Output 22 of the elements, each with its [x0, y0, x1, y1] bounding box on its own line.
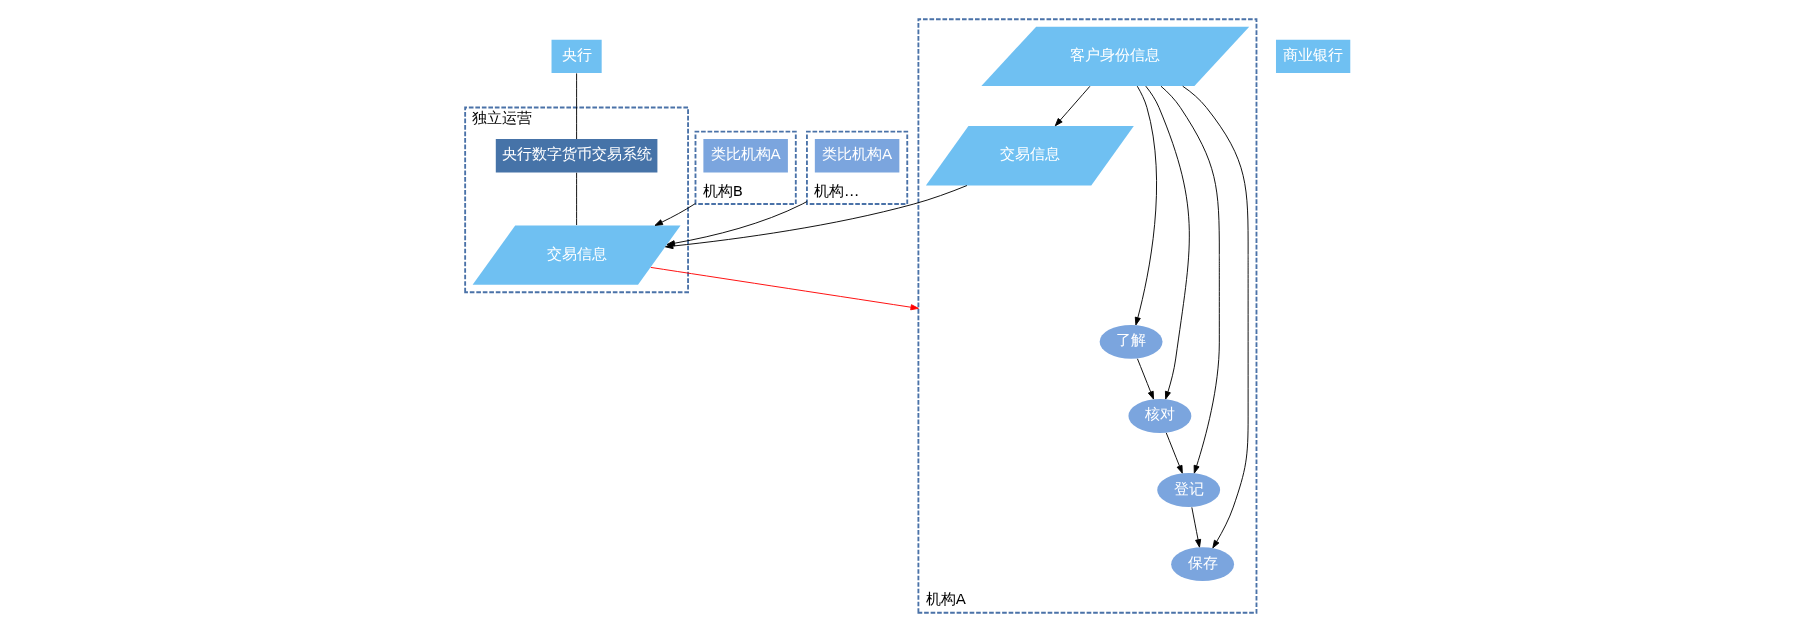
node-ellipse: 登记 — [1156, 473, 1220, 507]
connector — [575, 172, 577, 226]
arrow — [649, 266, 919, 311]
node-ellipse: 核对 — [1127, 399, 1191, 433]
node-box: 类比机构A — [702, 139, 788, 173]
arrow — [1190, 506, 1201, 548]
node-ellipse: 了解 — [1099, 324, 1163, 359]
arrow — [666, 201, 807, 247]
arrow — [1181, 85, 1249, 549]
connector — [575, 72, 577, 140]
arrow — [1165, 432, 1183, 474]
arrow — [1134, 85, 1157, 326]
node-ellipse: 保存 — [1170, 547, 1234, 582]
node-box: 类比机构A — [814, 139, 899, 173]
node-box: 央行 — [551, 39, 602, 74]
node-box: 央行数字货币交易系统 — [495, 139, 657, 173]
arrow — [1160, 85, 1220, 474]
arrow — [654, 202, 696, 226]
node-box: 商业银行 — [1275, 39, 1350, 74]
arrow — [1144, 85, 1190, 400]
arrow — [1136, 358, 1154, 400]
arrow — [1054, 85, 1090, 127]
